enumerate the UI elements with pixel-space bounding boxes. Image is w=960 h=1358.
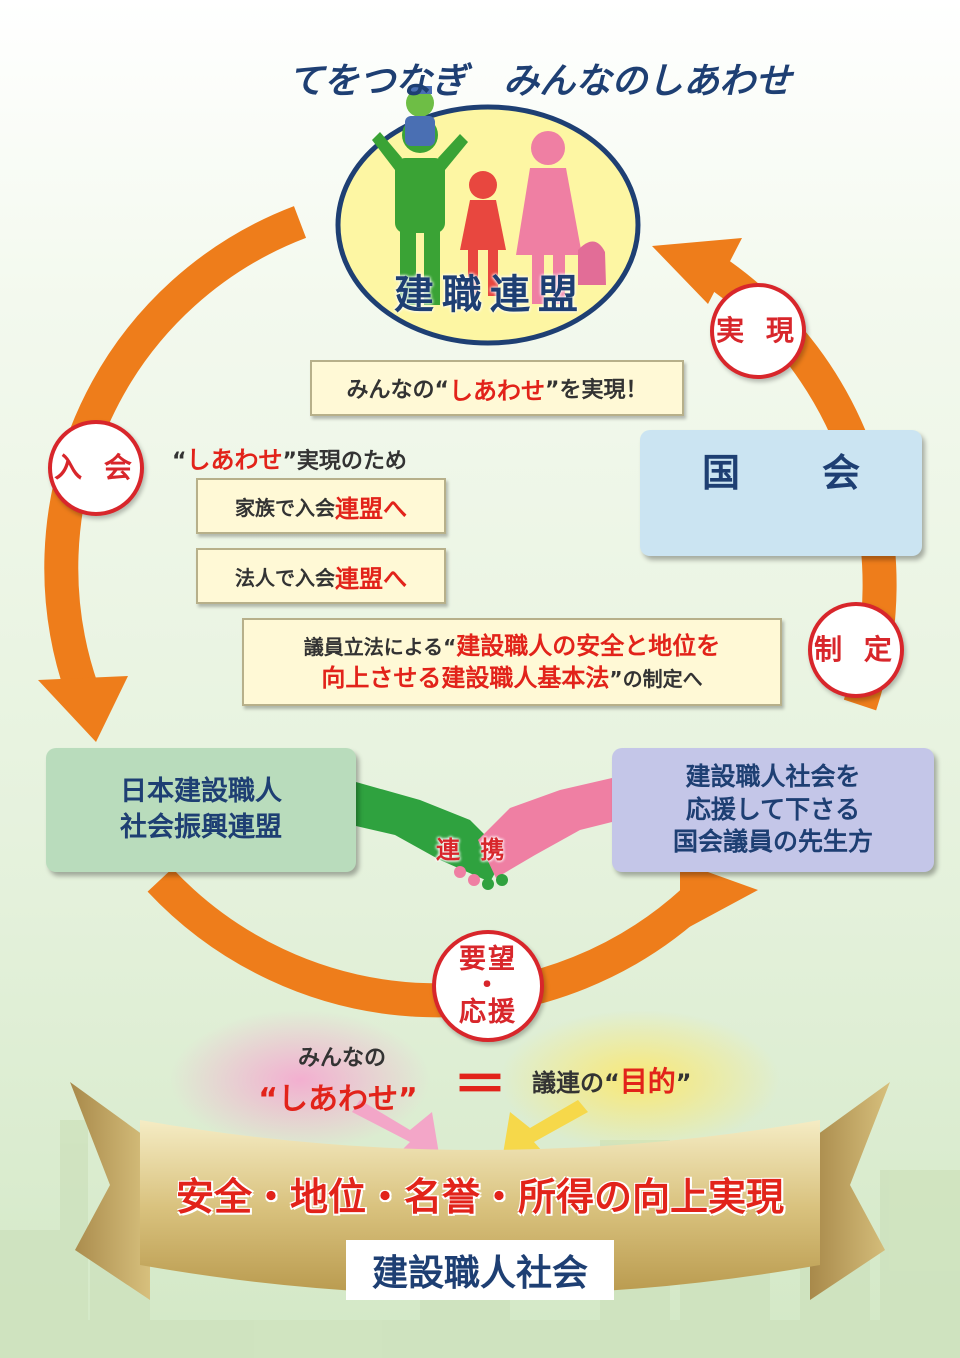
bubble-happiness-highlight: しあわせ [449,376,545,405]
bubble-family-pre: 家族で入会 [235,495,335,520]
bubble-corporate-highlight: 連盟へ [335,564,407,593]
label-realize: 実 現 [710,283,806,379]
bubble-happiness-pre: みんなの“ [346,378,449,403]
yellow-arrow [502,1100,588,1160]
arrow-head-left [38,676,128,742]
bubble-happiness-post: ”を実現！ [545,378,648,403]
diet-box: 国 会 [640,430,922,556]
label-request-support: 要望 ・ 応援 [432,930,544,1042]
bubble-family-join: 家族で入会 連盟へ [196,478,446,534]
purpose-highlight: 目的 [619,1065,676,1098]
bubble-corporate-pre: 法人で入会 [235,565,335,590]
banner-text: 安全・地位・名誉・所得の向上実現 [175,1175,784,1219]
bubble-realize-happiness: みんなの“ しあわせ ”を実現！ [310,360,684,416]
purpose-post: ” [675,1069,692,1097]
label-enact: 制 定 [808,602,904,698]
arrow-head-top [652,238,742,304]
equals-sign: ＝ [453,1053,507,1116]
bubble-law-line2-post: ”の制定へ [609,667,703,691]
members-line1: 建設職人社会を [685,762,861,792]
handshake-illustration [356,778,612,890]
label-alliance: 連 携 [436,836,511,864]
purpose-pre: 議連の“ [532,1069,620,1097]
caption-for-happiness-post: ”実現のため [282,449,407,474]
label-request-line2: ・ [473,970,503,1002]
happiness-text: “しあわせ” [258,1082,418,1117]
pink-arrow [352,1100,440,1160]
bubble-law-line1-pre: 議員立法による“ [303,634,457,659]
bubble-corporate-join: 法人で入会 連盟へ [196,548,446,604]
members-line2: 応援して下さる [685,794,861,824]
label-request-line1: 要望 [459,944,517,976]
diet-label-right: 会 [822,451,861,495]
caption-for-happiness-pre: “ [172,449,187,474]
federation-line2: 社会振興連盟 [120,812,282,843]
logo-emblem [335,86,641,346]
bubble-law-line2-highlight: 向上させる建設職人基本法 [321,664,610,692]
society-label: 建設職人社会 [346,1240,614,1300]
caption-for-happiness-highlight: しあわせ [186,446,283,474]
bubble-family-highlight: 連盟へ [335,494,407,523]
federation-box: 日本建設職人 社会振興連盟 [46,748,356,872]
label-join: 入 会 [48,420,144,516]
caption-for-happiness: “しあわせ”実現のため [172,440,407,475]
logo-name: 建職連盟 [394,272,586,318]
bubble-law-line2: 向上させる建設職人基本法”の制定へ [321,662,702,694]
bubble-law-line1: 議員立法による“建設職人の安全と地位を [304,630,721,662]
everyone-text: みんなの [297,1046,386,1071]
bubble-basic-law: 議員立法による“建設職人の安全と地位を 向上させる建設職人基本法”の制定へ [242,618,782,706]
purpose-text: 議連の“目的” [532,1060,692,1100]
diet-members-box: 建設職人社会を 応援して下さる 国会議員の先生方 [612,748,934,872]
members-line3: 国会議員の先生方 [672,827,873,857]
label-request-line3: 応援 [459,996,517,1028]
logo-slogan: てをつなぎ みんなのしあわせ [288,61,792,102]
federation-line1: 日本建設職人 [120,775,282,807]
bubble-law-line1-highlight: 建設職人の安全と地位を [456,631,721,660]
banner-ribbon [70,1082,890,1300]
diet-label-left: 国 [702,451,741,495]
arrow-head-bottom [680,862,758,932]
